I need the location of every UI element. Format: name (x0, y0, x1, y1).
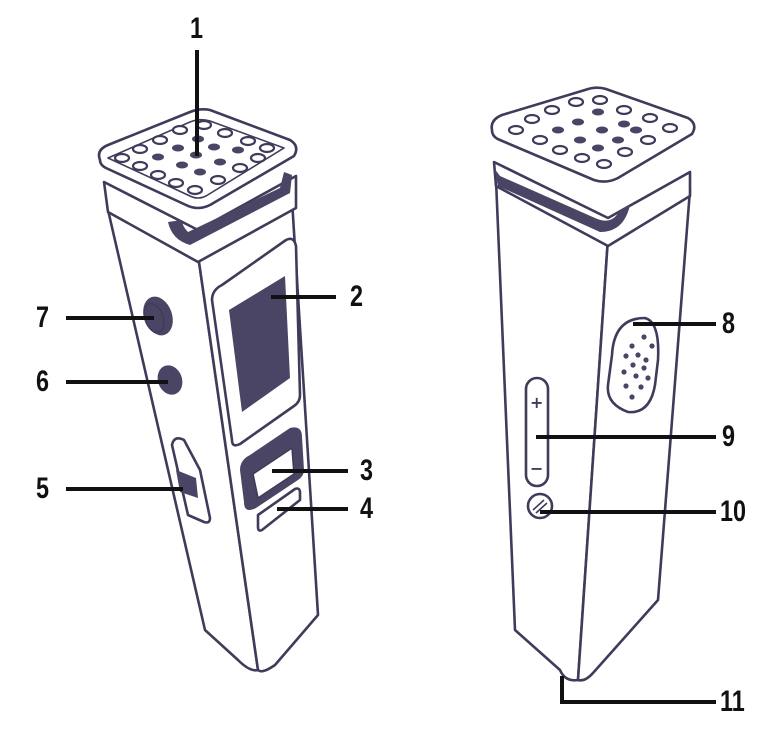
grille-holes (113, 119, 276, 196)
speaker-holes (621, 334, 655, 400)
callout-11: 11 (720, 685, 745, 718)
jack-port-7 (143, 296, 173, 336)
callout-10: 10 (720, 495, 747, 528)
callout-5: 5 (36, 472, 50, 505)
callout-4: 4 (360, 492, 374, 525)
callout-6: 6 (36, 365, 50, 398)
callout-2: 2 (350, 280, 364, 313)
display-screen (229, 276, 290, 412)
jack-port-6 (157, 365, 183, 395)
volume-plus-icon: + (530, 393, 543, 412)
round-button (526, 492, 554, 520)
callout-7: 7 (36, 301, 50, 334)
back-grille (490, 86, 696, 183)
volume-rocker (524, 376, 550, 488)
leader-lines (66, 50, 716, 704)
callout-3: 3 (360, 454, 374, 487)
volume-minus-icon: − (530, 459, 543, 478)
callout-8: 8 (722, 307, 736, 340)
callout-1: 1 (190, 12, 204, 45)
callout-9: 9 (722, 420, 736, 453)
back-grille-holes (507, 94, 679, 170)
back-view-device: + − (490, 86, 696, 682)
front-view-device (97, 108, 320, 673)
